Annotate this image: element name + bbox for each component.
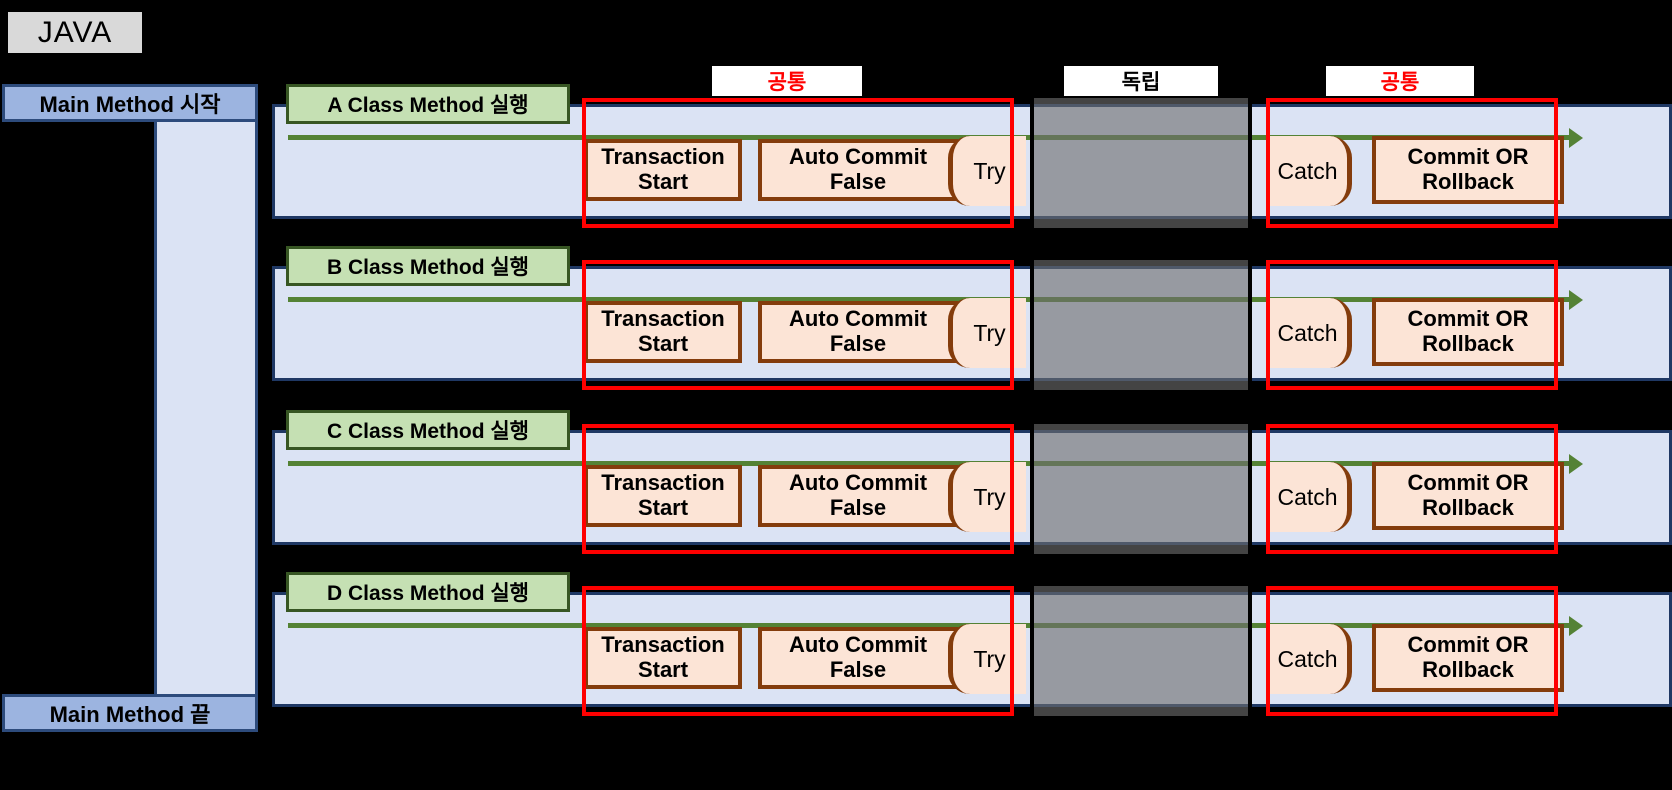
main-method-column: Main Method 시작 Main Method 끝 — [2, 84, 258, 732]
execution-arrow — [288, 454, 1583, 474]
step-auto-commit-false[interactable]: Auto Commit False — [758, 465, 958, 527]
step-auto-commit-false[interactable]: Auto Commit False — [758, 139, 958, 201]
step-try[interactable]: Try — [948, 462, 1026, 532]
column-label-independent: 독립 — [1064, 66, 1218, 96]
step-commit-or-rollback[interactable]: Commit OR Rollback — [1372, 462, 1564, 530]
step-commit-or-rollback[interactable]: Commit OR Rollback — [1372, 298, 1564, 366]
execution-arrow — [288, 290, 1583, 310]
independent-section-overlay — [1030, 260, 1252, 390]
column-label-common-left: 공통 — [712, 66, 862, 96]
step-transaction-start[interactable]: Transaction Start — [584, 627, 742, 689]
execution-arrow — [288, 616, 1583, 636]
step-catch[interactable]: Catch — [1268, 298, 1352, 368]
java-title-badge: JAVA — [5, 9, 145, 56]
row-tag-1[interactable]: B Class Method 실행 — [286, 246, 570, 286]
execution-arrow — [288, 128, 1583, 148]
step-catch[interactable]: Catch — [1268, 624, 1352, 694]
step-try[interactable]: Try — [948, 624, 1026, 694]
main-method-lifeline — [154, 122, 258, 694]
step-commit-or-rollback[interactable]: Commit OR Rollback — [1372, 624, 1564, 692]
step-try[interactable]: Try — [948, 298, 1026, 368]
row-tag-0[interactable]: A Class Method 실행 — [286, 84, 570, 124]
step-commit-or-rollback[interactable]: Commit OR Rollback — [1372, 136, 1564, 204]
step-auto-commit-false[interactable]: Auto Commit False — [758, 301, 958, 363]
main-method-start-bar: Main Method 시작 — [2, 84, 258, 122]
main-method-end-bar: Main Method 끝 — [2, 694, 258, 732]
step-catch[interactable]: Catch — [1268, 462, 1352, 532]
column-label-common-right: 공통 — [1326, 66, 1474, 96]
step-transaction-start[interactable]: Transaction Start — [584, 465, 742, 527]
independent-section-overlay — [1030, 586, 1252, 716]
step-catch[interactable]: Catch — [1268, 136, 1352, 206]
independent-section-overlay — [1030, 424, 1252, 554]
step-try[interactable]: Try — [948, 136, 1026, 206]
step-transaction-start[interactable]: Transaction Start — [584, 139, 742, 201]
step-auto-commit-false[interactable]: Auto Commit False — [758, 627, 958, 689]
row-tag-2[interactable]: C Class Method 실행 — [286, 410, 570, 450]
row-tag-3[interactable]: D Class Method 실행 — [286, 572, 570, 612]
step-transaction-start[interactable]: Transaction Start — [584, 301, 742, 363]
independent-section-overlay — [1030, 98, 1252, 228]
